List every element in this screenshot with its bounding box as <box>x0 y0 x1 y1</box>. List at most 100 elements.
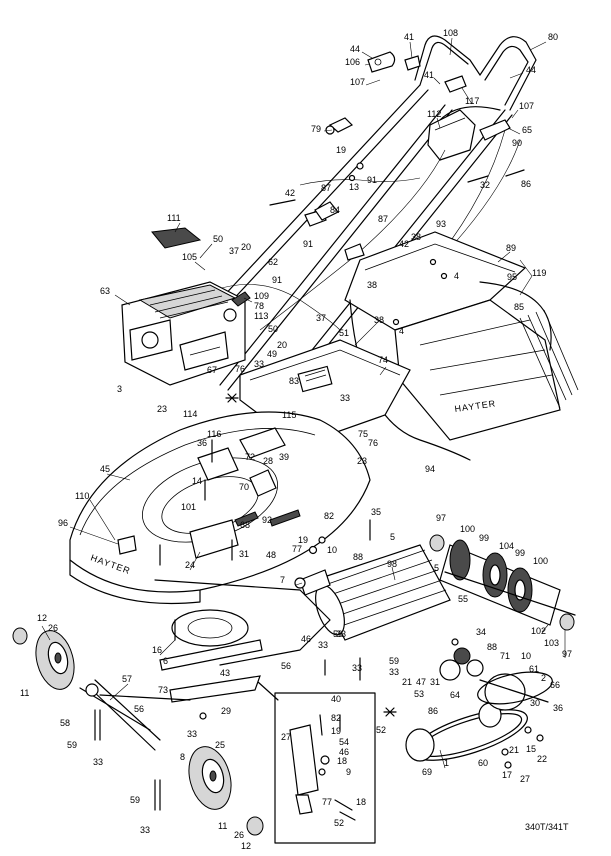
callout-4-low: 4 <box>399 326 404 336</box>
callout-33-axle: 33 <box>93 757 103 767</box>
callout-99-right: 99 <box>515 548 525 558</box>
callout-68: 68 <box>240 520 250 530</box>
callout-40: 40 <box>331 694 341 704</box>
callout-43: 43 <box>220 668 230 678</box>
callout-2: 2 <box>541 673 546 683</box>
callout-26-top: 26 <box>48 623 58 633</box>
callout-36-drive: 36 <box>553 703 563 713</box>
callout-33-chassis-b: 33 <box>318 640 328 650</box>
callout-41-top: 41 <box>404 32 414 42</box>
callout-13: 13 <box>349 182 359 192</box>
callout-60: 60 <box>478 758 488 768</box>
callout-33-engine: 33 <box>254 359 264 369</box>
callout-18-low: 18 <box>356 797 366 807</box>
callout-51: 51 <box>339 328 349 338</box>
callout-29: 29 <box>221 706 231 716</box>
callout-38-mid: 38 <box>367 280 377 290</box>
callout-112: 112 <box>427 109 441 119</box>
callout-106: 106 <box>345 57 360 67</box>
callout-59-lift: 59 <box>67 740 77 750</box>
callout-80: 80 <box>548 32 558 42</box>
callout-23-right: 23 <box>357 456 367 466</box>
callout-32: 32 <box>480 180 490 190</box>
callout-48: 48 <box>266 550 276 560</box>
callout-82-inset: 82 <box>331 713 341 723</box>
callout-94: 94 <box>425 464 435 474</box>
callout-4-top: 4 <box>454 271 459 281</box>
drive-belt <box>383 647 553 762</box>
callout-59-bottom: 59 <box>130 795 140 805</box>
callout-90: 90 <box>512 138 522 148</box>
roller <box>299 544 451 641</box>
callout-67: 67 <box>207 365 217 375</box>
callout-97-right: 97 <box>562 649 572 659</box>
callout-19-deck: 19 <box>298 535 308 545</box>
blade-assembly <box>91 579 331 751</box>
callout-22: 22 <box>537 754 547 764</box>
callout-35: 35 <box>371 507 381 517</box>
wheels <box>12 627 264 836</box>
callout-42-top: 42 <box>285 188 295 198</box>
callout-113: 113 <box>254 311 268 321</box>
callout-92: 92 <box>262 515 272 525</box>
callout-17: 17 <box>502 770 512 780</box>
callout-50-low: 50 <box>268 324 278 334</box>
callout-82-deck: 82 <box>324 511 334 521</box>
callout-27-inset: 27 <box>281 732 291 742</box>
callout-74: 74 <box>378 355 388 365</box>
callout-15: 15 <box>526 744 536 754</box>
callout-59-chassis: 59 <box>333 629 343 639</box>
callout-19-top: 19 <box>336 145 346 155</box>
callout-39: 39 <box>279 452 289 462</box>
handle-assembly <box>214 35 537 391</box>
callout-52-drive: 52 <box>376 725 386 735</box>
callout-89: 89 <box>506 243 516 253</box>
callout-78: 78 <box>254 301 264 311</box>
callout-95: 95 <box>507 272 517 282</box>
callout-109: 109 <box>254 291 269 301</box>
callout-38-low: 38 <box>374 315 384 325</box>
callout-88-drive: 88 <box>487 642 497 652</box>
callout-61: 61 <box>529 664 539 674</box>
callout-44-left: 44 <box>350 44 360 54</box>
callout-10-drive: 10 <box>521 651 531 661</box>
rear-roller <box>429 534 576 631</box>
grass-box: HAYTER <box>344 231 579 461</box>
callout-31-deck: 31 <box>239 549 249 559</box>
callout-3: 3 <box>117 384 122 394</box>
callout-33-bottom: 33 <box>140 825 150 835</box>
callout-59-drive: 59 <box>389 656 399 666</box>
callout-19-inset: 19 <box>331 726 341 736</box>
callout-10-deck: 10 <box>327 545 337 555</box>
callout-24: 24 <box>185 560 195 570</box>
callout-108: 108 <box>443 28 458 38</box>
callout-55: 55 <box>458 594 468 604</box>
callout-1: 1 <box>444 758 449 768</box>
callout-25: 25 <box>215 740 225 750</box>
callout-84: 84 <box>330 205 340 215</box>
callout-100-top: 100 <box>460 524 475 534</box>
callout-86-top: 86 <box>521 179 531 189</box>
callout-64: 64 <box>450 690 460 700</box>
callout-45: 45 <box>100 464 110 474</box>
callout-57: 57 <box>122 674 132 684</box>
callout-56-lower: 56 <box>134 704 144 714</box>
callout-91-top: 91 <box>367 175 377 185</box>
callout-116: 116 <box>207 429 221 439</box>
callout-93: 93 <box>436 219 446 229</box>
callout-77-deck: 77 <box>292 544 302 554</box>
callout-47: 47 <box>416 677 426 687</box>
callout-50-top: 50 <box>213 234 223 244</box>
callout-41-mid: 41 <box>424 70 434 80</box>
callout-79: 79 <box>311 124 321 134</box>
callout-83: 83 <box>289 376 299 386</box>
callout-107-right: 107 <box>519 101 534 111</box>
callout-27-belt: 27 <box>520 774 530 784</box>
callout-18-inset: 18 <box>337 756 347 766</box>
callout-44-right: 44 <box>526 65 536 75</box>
callout-30: 30 <box>530 698 540 708</box>
callout-71: 71 <box>500 651 510 661</box>
leader-lines <box>41 37 566 769</box>
callout-33-lift: 33 <box>187 729 197 739</box>
